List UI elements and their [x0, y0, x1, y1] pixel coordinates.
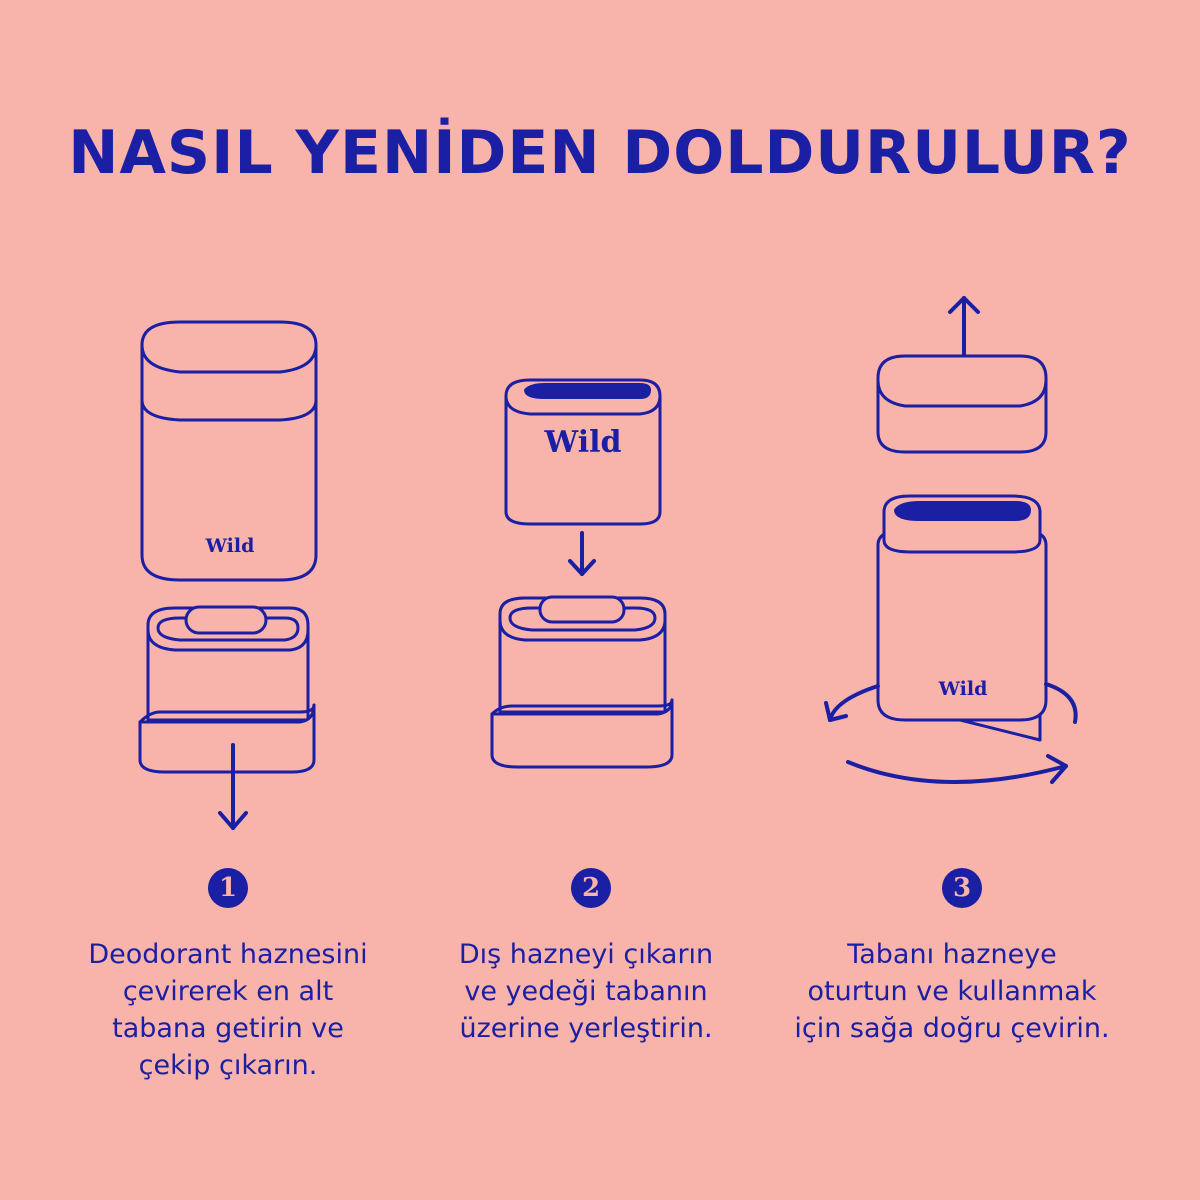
outer-case: Wild	[140, 320, 318, 582]
arrow-down-icon	[218, 743, 248, 830]
refill-cartridge: Wild	[504, 378, 662, 526]
arrow-down-icon	[568, 531, 596, 576]
page-title: NASIL YENİDEN DOLDURULUR?	[68, 118, 1132, 188]
step-1-number: 1	[208, 868, 248, 908]
brand-label: Wild	[544, 425, 622, 460]
step-3-number: 3	[942, 868, 982, 908]
brand-label: Wild	[938, 678, 988, 700]
step-2-number: 2	[571, 868, 611, 908]
rotate-arrows-icon	[824, 682, 1078, 784]
base	[490, 595, 674, 769]
refill-on-base	[138, 605, 316, 774]
removed-cap	[876, 354, 1048, 454]
step-3-text: Tabanı hazneye oturtun ve kullanmak için…	[794, 939, 1110, 1044]
step-1-text: Deodorant haznesini çevirerek en alt tab…	[88, 939, 368, 1081]
step-3-illustration: Wild	[824, 296, 1078, 784]
step-2-text: Dış hazneyi çıkarın ve yedeği tabanın üz…	[458, 939, 714, 1044]
brand-label: Wild	[205, 535, 255, 557]
assembled-deodorant: Wild	[876, 494, 1048, 742]
step-1-illustration: Wild	[138, 320, 318, 830]
step-2-illustration: Wild	[490, 378, 674, 769]
